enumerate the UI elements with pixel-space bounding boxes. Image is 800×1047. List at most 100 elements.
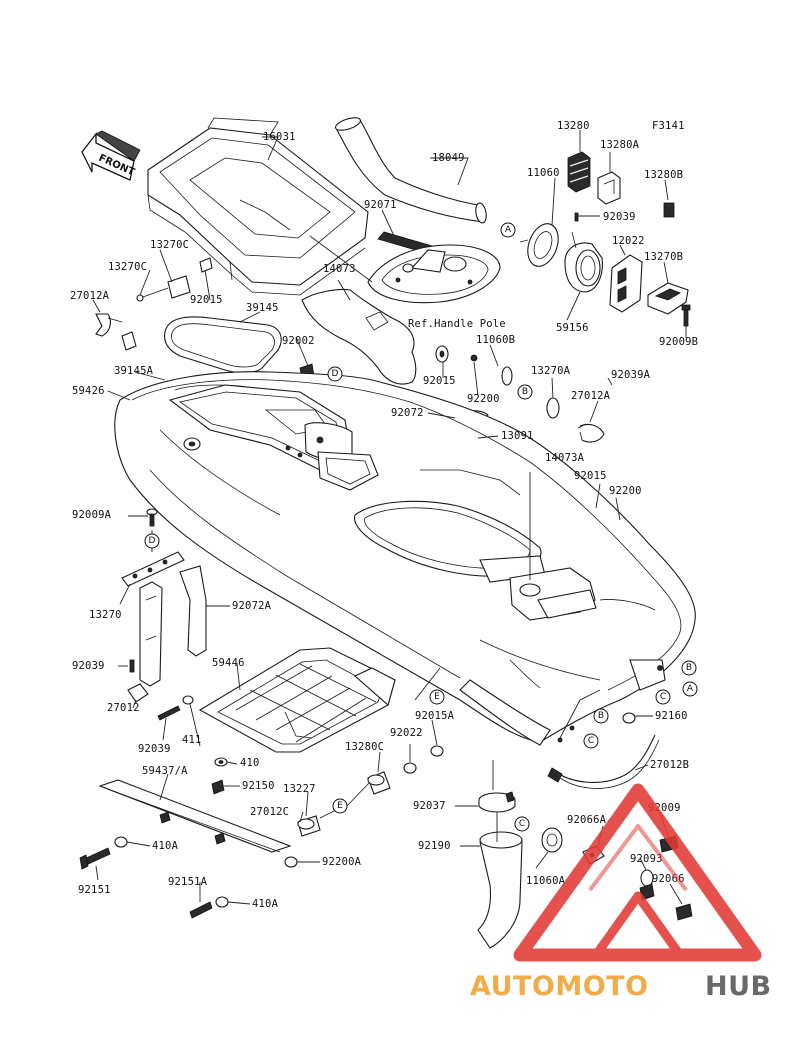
pad-13280b-part [663, 202, 675, 218]
clip-27012a-left-part [95, 313, 123, 337]
washer-410a-lower-part [215, 896, 229, 908]
part-label: 92039 [72, 660, 105, 672]
duct-14073-part [301, 288, 417, 385]
clamp-13270c-part [121, 257, 213, 351]
part-label: 14073 [323, 263, 356, 275]
handle-pole-base-part [367, 244, 501, 304]
part-label: 13280B [644, 169, 683, 181]
part-labels: 16031 18049 13280 13280A 13280B 92039 11… [70, 120, 698, 910]
cap-housing-part [564, 231, 603, 293]
washer-13270a-part [546, 397, 560, 419]
callout-c-right: C [655, 689, 671, 705]
svg-text:E: E [434, 692, 440, 702]
bend-hose-part [334, 117, 487, 224]
storage-tray-part [147, 117, 369, 296]
part-label: 39145A [114, 365, 154, 377]
part-label: 92037 [413, 800, 446, 812]
nut-92015-part [435, 345, 449, 363]
pin-92039-lower-part [157, 705, 181, 721]
callout-a-top: A [500, 222, 516, 238]
callout-c-lower: C [583, 733, 599, 749]
callout-c-bottom: C [514, 816, 530, 832]
svg-text:C: C [660, 692, 666, 702]
part-label: 411 [182, 734, 202, 746]
plate-12022-part [609, 254, 643, 313]
plate-13270-part [121, 551, 185, 587]
bolt-92150-part [211, 779, 225, 795]
callout-a-right: A [682, 681, 698, 697]
part-label: 92190 [418, 840, 451, 852]
part-label: 13280C [345, 741, 384, 753]
ref-note: Ref.Handle Pole [408, 318, 506, 330]
front-arrow-icon: FRONT [81, 130, 141, 181]
part-label: 92002 [282, 335, 315, 347]
part-label: 92200 [609, 485, 642, 497]
strap-92072a-part [139, 565, 207, 687]
part-label: 11060B [476, 334, 515, 346]
bolt-92009a-part [146, 508, 158, 527]
clip-27012a-right-part [577, 423, 605, 443]
part-label: 92066A [567, 814, 607, 826]
part-label: 92072 [391, 407, 424, 419]
automotohub-watermark: AUTOMOTO HUB [470, 783, 771, 1002]
part-label: 92022 [390, 727, 423, 739]
part-label: 27012C [250, 806, 289, 818]
rod-27012b-part [547, 734, 660, 789]
part-label: 92039A [611, 369, 651, 381]
part-label: 11060A [526, 875, 566, 887]
part-label: 92039 [603, 211, 636, 223]
grommet-411-part [182, 695, 194, 705]
grommet-11060b-part [470, 354, 513, 386]
svg-text:D: D [332, 369, 339, 379]
hose-92190-part [477, 831, 523, 949]
part-label: 27012A [571, 390, 611, 402]
part-label: 92015 [423, 375, 456, 387]
nut-410-part [214, 757, 228, 767]
part-label: 13270B [644, 251, 683, 263]
part-label: 11060 [527, 167, 560, 179]
part-label: 410 [240, 757, 260, 769]
spacer-13227-part [297, 815, 321, 837]
nut-92015a-part [430, 745, 444, 757]
part-label: 92151 [78, 884, 111, 896]
callout-b-lower: B [593, 708, 609, 724]
callout-e-middle: E [429, 689, 445, 705]
figure-code: F3141 [652, 120, 685, 132]
part-label: 59446 [212, 657, 245, 669]
svg-text:B: B [598, 711, 604, 721]
svg-text:A: A [505, 225, 512, 235]
callout-d-top: D [327, 366, 343, 382]
callout-b-top: B [517, 384, 533, 400]
part-label: 92200 [467, 393, 500, 405]
watermark-automoto: AUTOMOTO [470, 971, 649, 1002]
svg-text:A: A [687, 684, 694, 694]
part-label: 410A [252, 898, 279, 910]
part-label: 92015 [190, 294, 223, 306]
clamp-13270b-part [647, 282, 689, 315]
part-label: 39145 [246, 302, 279, 314]
part-label: 18049 [432, 152, 465, 164]
clamp-92037-part [478, 791, 516, 813]
part-label: 13270 [89, 609, 122, 621]
svg-text:C: C [519, 819, 525, 829]
nut-92160-part [622, 712, 636, 724]
clip-27012-part [127, 683, 149, 703]
grommet-11060a-part [541, 827, 563, 853]
part-label: 13227 [283, 783, 316, 795]
rail-59437-part [98, 779, 292, 853]
part-label: 92151A [168, 876, 208, 888]
bolt-92151a-part [189, 901, 213, 919]
bolt-92151-part [79, 847, 111, 870]
pin-92039-left-part [129, 659, 135, 673]
hull-deck-part [114, 371, 696, 746]
svg-text:B: B [686, 663, 692, 673]
part-label: 13270C [150, 239, 189, 251]
part-label: 27012B [650, 759, 689, 771]
gasket-39145-part [164, 316, 282, 374]
callout-d-left: D [144, 533, 160, 549]
part-label: 92200A [322, 856, 362, 868]
bushing-27012c-part [367, 771, 391, 795]
svg-text:E: E [337, 801, 343, 811]
part-label: 16031 [263, 131, 296, 143]
part-label: 92093 [630, 853, 663, 865]
